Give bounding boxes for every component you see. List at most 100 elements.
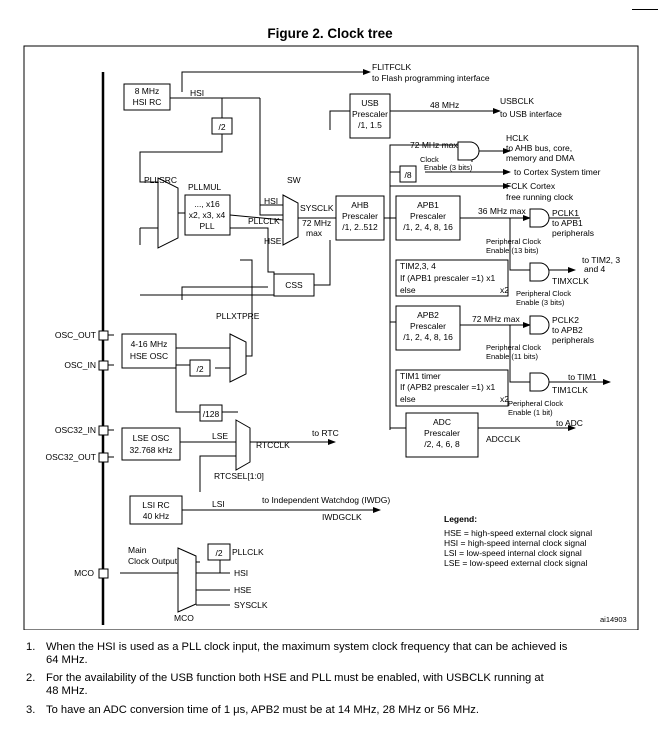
osc-in-label: OSC_IN xyxy=(64,360,96,370)
mco-sysclk: SYSCLK xyxy=(234,600,268,610)
hclk-desc2: memory and DMA xyxy=(506,153,575,163)
per-clk-2: Peripheral Clock xyxy=(516,289,571,298)
lsi-rc-box xyxy=(129,495,183,525)
apb2-line2: Prescaler xyxy=(410,321,446,331)
sys-max: max xyxy=(306,228,323,238)
to-adc-label: to ADC xyxy=(556,418,583,428)
clock-enable-l1: Clock xyxy=(420,155,439,164)
timx-gate xyxy=(529,262,550,282)
footnote-2-text: For the availability of the USB function… xyxy=(46,672,636,698)
sw-hse: HSE xyxy=(264,236,282,246)
mco-pin xyxy=(98,568,109,579)
mco-hsi: HSI xyxy=(234,568,248,578)
osc32-in-label: OSC32_IN xyxy=(55,425,96,435)
css-label: CSS xyxy=(285,280,303,290)
apb2-line1: APB2 xyxy=(417,310,439,320)
tim234-else: else xyxy=(400,285,416,295)
lse-osc-box xyxy=(121,427,181,461)
pll-box xyxy=(184,194,231,236)
usbclk-desc: to USB interface xyxy=(500,109,562,119)
iwdgclk-label: IWDGCLK xyxy=(322,512,362,522)
rtcsel-mux xyxy=(235,419,251,471)
fclk-label2: free running clock xyxy=(506,192,574,202)
per-clk-1: Peripheral Clock xyxy=(486,237,541,246)
fclk-label1: FCLK Cortex xyxy=(506,181,556,191)
ahb-prescaler-box xyxy=(335,195,385,241)
footnote-2-line2: 48 MHz. xyxy=(46,685,88,697)
lsi-label: LSI xyxy=(212,499,225,509)
mco-div2-label: /2 xyxy=(215,548,222,558)
diagram-frame xyxy=(23,45,639,630)
footnote-2-num: 2. xyxy=(26,672,36,684)
hclk-gate xyxy=(457,141,480,161)
pclk1-label: PCLK1 xyxy=(552,208,579,218)
pllxtpre-mux xyxy=(229,333,247,383)
tim1clk-label: TIM1CLK xyxy=(552,385,588,395)
lse-label: LSE xyxy=(212,431,228,441)
hclk-label: HCLK xyxy=(506,133,529,143)
lse-line1: LSE OSC xyxy=(133,433,170,443)
usbclk-label: USBCLK xyxy=(500,96,534,106)
osc-in-pin xyxy=(98,360,109,371)
hclk-72max: 72 MHz max xyxy=(410,140,458,150)
apb1-line1: APB1 xyxy=(417,200,439,210)
usb-line3: /1, 1.5 xyxy=(358,120,382,130)
sysclk-label: SYSCLK xyxy=(300,203,334,213)
mco-pllclk: PLLCLK xyxy=(232,547,264,557)
to-rtc-label: to RTC xyxy=(312,428,339,438)
tim234-desc1: to TIM2, 3 xyxy=(582,255,620,265)
hse-line1: 4-16 MHz xyxy=(131,339,168,349)
tim234-x2: x2 xyxy=(500,285,509,295)
sw-mux xyxy=(282,194,299,246)
pclk1-desc2: peripherals xyxy=(552,228,594,238)
lsirc-line1: LSI RC xyxy=(142,500,169,510)
footnote-3-text: To have an ADC conversion time of 1 μs, … xyxy=(46,704,479,716)
div128-label: /128 xyxy=(203,409,220,419)
pclk2-label: PCLK2 xyxy=(552,315,579,325)
timxclk-label: TIMXCLK xyxy=(552,276,589,286)
apb2-72mhz: 72 MHz max xyxy=(472,314,520,324)
top-rule xyxy=(632,9,658,10)
hsi-div2-box xyxy=(211,117,233,135)
sw-hsi: HSI xyxy=(264,196,278,206)
sw-label: SW xyxy=(287,175,301,185)
mco-mux xyxy=(177,547,197,613)
pllsrc-label: PLLSRC xyxy=(144,175,177,185)
pclk2-desc2: peripherals xyxy=(552,335,594,345)
en13-label: Enable (13 bits) xyxy=(486,246,539,255)
usb-line2: Prescaler xyxy=(352,109,388,119)
legend-line3: LSI = low-speed internal clock signal xyxy=(444,548,582,558)
osc32-in-pin xyxy=(98,425,109,436)
osc32-out-pin xyxy=(98,452,109,463)
usb-line1: USB xyxy=(361,98,379,108)
usb-48mhz: 48 MHz xyxy=(430,100,459,110)
tim234-desc2: and 4 xyxy=(584,264,606,274)
hse-div2-box xyxy=(189,359,211,377)
footnote-1-line1: When the HSI is used as a PLL clock inpu… xyxy=(46,641,568,653)
rtcsel-label: RTCSEL[1:0] xyxy=(214,471,264,481)
div128-box xyxy=(199,404,223,422)
apb2-prescaler-box xyxy=(395,305,461,351)
pllmul-label: PLLMUL xyxy=(188,182,221,192)
usb-prescaler-box xyxy=(349,93,391,139)
ahb-line2: Prescaler xyxy=(342,211,378,221)
mco-main-l2: Clock Output xyxy=(128,556,178,566)
footnote-1-line2: 64 MHz. xyxy=(46,654,88,666)
legend-line2: HSI = high-speed internal clock signal xyxy=(444,538,587,548)
lse-line2: 32.768 kHz xyxy=(130,445,173,455)
tim234-label: TIM2,3, 4 xyxy=(400,261,436,271)
figure-id: ai14903 xyxy=(600,615,627,624)
tim1-gate xyxy=(529,372,550,392)
osc-out-label: OSC_OUT xyxy=(55,330,96,340)
tim1-x2: x2 xyxy=(500,394,509,404)
osc32-out-label: OSC32_OUT xyxy=(45,452,96,462)
tim1-if: If (APB2 prescaler =1) x1 xyxy=(400,382,495,392)
hsi-rc-box xyxy=(123,83,171,111)
adc-line3: /2, 4, 6, 8 xyxy=(424,439,460,449)
adc-line1: ADC xyxy=(433,417,451,427)
legend-title: Legend: xyxy=(444,514,477,524)
hse-osc-box xyxy=(121,333,177,369)
ahb-line1: AHB xyxy=(351,200,369,210)
sys-72mhz: 72 MHz xyxy=(302,218,331,228)
mco-main-l1: Main xyxy=(128,545,147,555)
